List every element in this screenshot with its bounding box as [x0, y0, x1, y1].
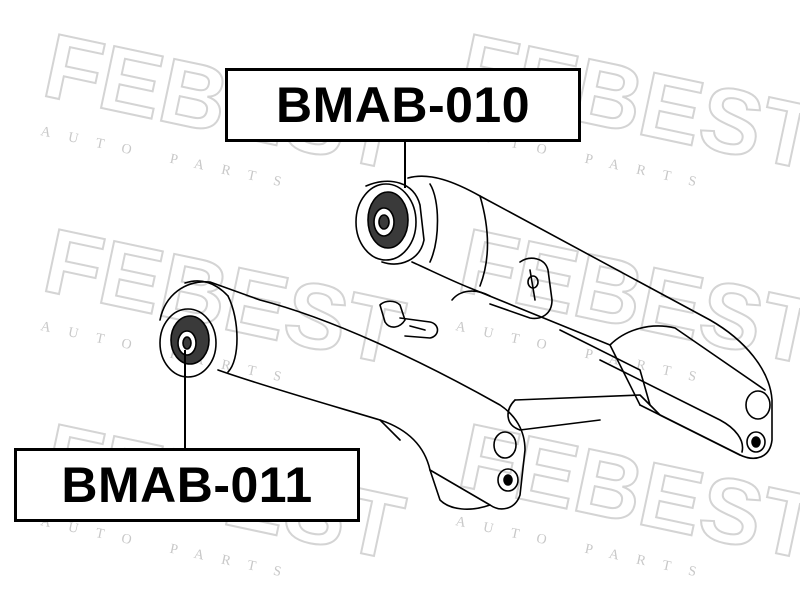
lower-control-arm	[159, 280, 526, 510]
leader-line-lower	[184, 350, 186, 448]
part-number-label-lower: BMAB-011	[14, 448, 360, 522]
bushing-upper	[355, 180, 425, 265]
part-number-upper: BMAB-010	[275, 77, 531, 133]
part-number-lower: BMAB-011	[61, 457, 313, 513]
part-number-label-upper: BMAB-010	[225, 68, 581, 142]
bushing-lower	[159, 308, 217, 378]
leader-line-upper	[404, 142, 406, 188]
upper-control-arm	[379, 175, 773, 459]
